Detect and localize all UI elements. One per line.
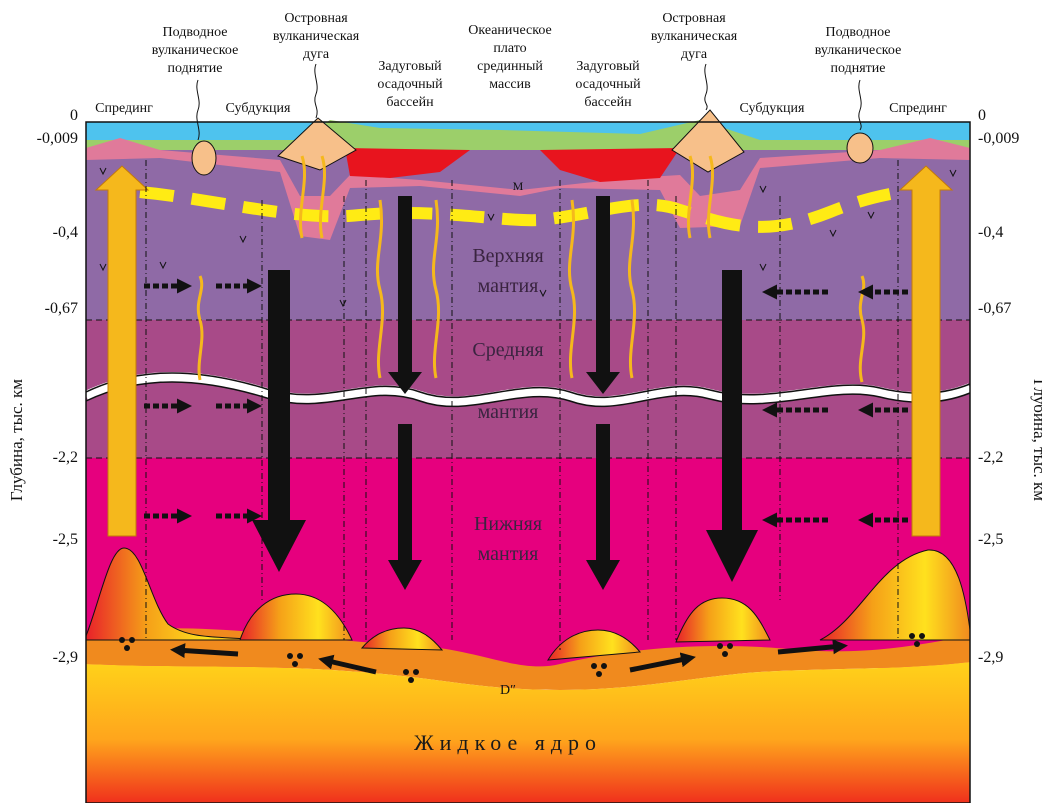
tick-right-1: -0,009 bbox=[978, 130, 1019, 147]
depth-axis-title-right: Глубина, тыс. км bbox=[1030, 379, 1042, 501]
tick-right-3: -0,67 bbox=[978, 300, 1011, 317]
svg-text:массив: массив bbox=[489, 77, 531, 92]
tick-left-4: -2,2 bbox=[53, 449, 78, 466]
svg-text:дуга: дуга bbox=[303, 47, 330, 62]
moho-label: M bbox=[513, 179, 524, 193]
backarc-basin-label-left: Задуговый осадочный бассейн bbox=[377, 59, 443, 110]
island-arc-label-left: Островная вулканическая дуга bbox=[273, 11, 360, 62]
svg-text:вулканическое: вулканическое bbox=[815, 43, 902, 58]
subduction-label-right: Субдукция bbox=[740, 101, 805, 116]
svg-text:бассейн: бассейн bbox=[386, 95, 434, 110]
tick-right-5: -2,5 bbox=[978, 531, 1003, 548]
tick-left-0: 0 bbox=[70, 107, 78, 124]
tick-left-2: -0,4 bbox=[53, 224, 78, 241]
svg-text:Островная: Островная bbox=[284, 11, 348, 26]
lower-mantle-label-2: мантия bbox=[478, 543, 539, 565]
svg-text:бассейн: бассейн bbox=[584, 95, 632, 110]
upper-mantle-label-1: Верхняя bbox=[472, 245, 543, 267]
depth-ticks-right: 0 -0,009 -0,4 -0,67 -2,2 -2,5 -2,9 bbox=[978, 107, 1019, 666]
underwater-rise-label-right: Подводное вулканическое поднятие bbox=[815, 25, 902, 76]
d-layer-label: D″ bbox=[500, 683, 516, 698]
tick-right-0: 0 bbox=[978, 107, 986, 124]
svg-text:осадочный: осадочный bbox=[377, 77, 443, 92]
middle-mantle-label-1: Средняя bbox=[472, 339, 543, 361]
svg-text:Островная: Островная bbox=[662, 11, 726, 26]
tick-right-2: -0,4 bbox=[978, 224, 1003, 241]
svg-text:плато: плато bbox=[493, 41, 526, 56]
svg-text:Подводное: Подводное bbox=[163, 25, 228, 40]
upper-mantle-label-2: мантия bbox=[478, 275, 539, 297]
subduction-label-left: Субдукция bbox=[226, 101, 291, 116]
tick-left-5: -2,5 bbox=[53, 531, 78, 548]
underwater-rise-right bbox=[847, 133, 873, 163]
svg-text:вулканическое: вулканическое bbox=[152, 43, 239, 58]
svg-text:вулканическая: вулканическая bbox=[273, 29, 360, 44]
svg-text:вулканическая: вулканическая bbox=[651, 29, 738, 44]
spreading-label-left: Спрединг bbox=[95, 101, 153, 116]
depth-ticks-left: 0 -0,009 -0,4 -0,67 -2,2 -2,5 -2,9 bbox=[37, 107, 78, 666]
svg-text:поднятие: поднятие bbox=[831, 61, 886, 76]
svg-text:Подводное: Подводное bbox=[826, 25, 891, 40]
tick-left-1: -0,009 bbox=[37, 130, 78, 147]
spreading-label-right: Спрединг bbox=[889, 101, 947, 116]
middle-mantle-label-2: мантия bbox=[478, 401, 539, 423]
underwater-rise-left bbox=[192, 141, 216, 175]
svg-text:Задуговый: Задуговый bbox=[378, 59, 442, 74]
tick-left-3: -0,67 bbox=[45, 300, 78, 317]
svg-text:срединный: срединный bbox=[477, 59, 543, 74]
underwater-rise-label-left: Подводное вулканическое поднятие bbox=[152, 25, 239, 76]
backarc-basin-label-right: Задуговый осадочный бассейн bbox=[575, 59, 641, 110]
lower-mantle-label-1: Нижняя bbox=[474, 513, 542, 535]
island-arc-label-right: Островная вулканическая дуга bbox=[651, 11, 738, 62]
depth-axis-title-left: Глубина, тыс. км bbox=[7, 379, 26, 501]
ocean-plateau-label: Океаническое плато срединный массив bbox=[468, 23, 551, 92]
svg-text:Океаническое: Океаническое bbox=[468, 23, 551, 38]
svg-text:поднятие: поднятие bbox=[168, 61, 223, 76]
tick-left-6: -2,9 bbox=[53, 649, 78, 666]
svg-text:дуга: дуга bbox=[681, 47, 708, 62]
tick-right-4: -2,2 bbox=[978, 449, 1003, 466]
tick-right-6: -2,9 bbox=[978, 649, 1003, 666]
svg-text:осадочный: осадочный bbox=[575, 77, 641, 92]
svg-text:Задуговый: Задуговый bbox=[576, 59, 640, 74]
core-label: Жидкое ядро bbox=[414, 730, 602, 755]
